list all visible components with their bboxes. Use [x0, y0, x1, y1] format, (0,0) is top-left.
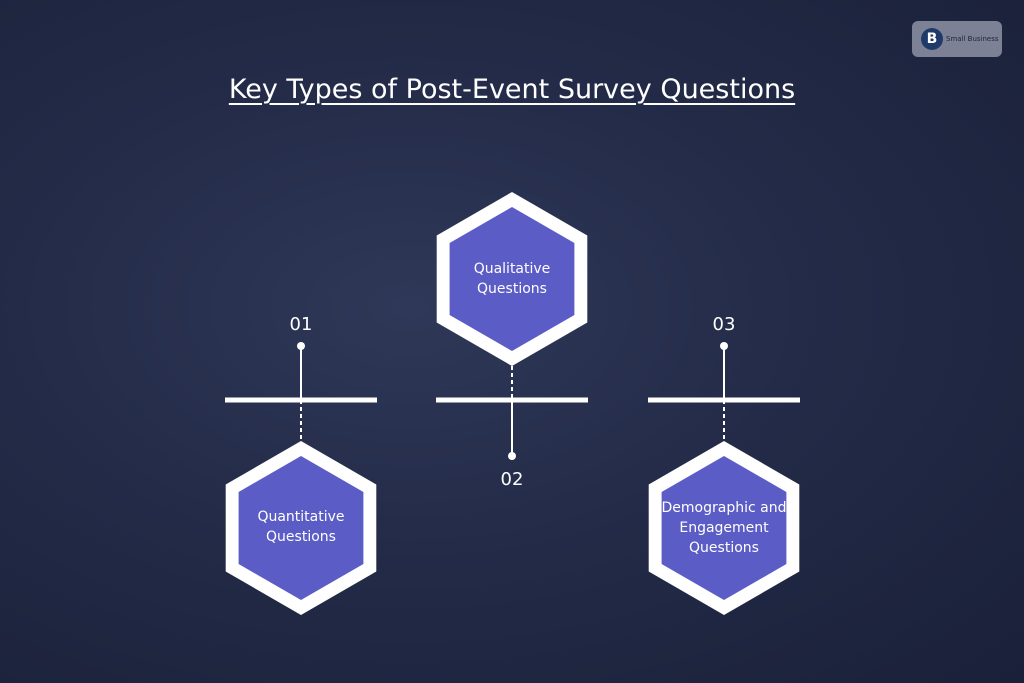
- dot-2: [508, 452, 516, 460]
- hexagon-1: [238, 456, 364, 600]
- dot-3: [720, 342, 728, 350]
- hex-label-demographic: Demographic and Engagement Questions: [661, 500, 787, 556]
- hexagon-3: [661, 456, 787, 600]
- hex-label-quantitative: Quantitative Questions: [257, 509, 345, 545]
- page-title: Key Types of Post-Event Survey Questions: [228, 74, 796, 105]
- step-number-3: 03: [712, 314, 736, 335]
- hexagon-2: [449, 207, 575, 351]
- dot-1: [297, 342, 305, 350]
- step-number-1: 01: [289, 314, 313, 335]
- logo: B Small Business: [912, 21, 1002, 57]
- step-number-2: 02: [500, 469, 524, 490]
- logo-icon: B: [921, 28, 943, 50]
- hex-label-qualitative: Qualitative Questions: [473, 261, 551, 297]
- logo-text: Small Business: [946, 35, 999, 43]
